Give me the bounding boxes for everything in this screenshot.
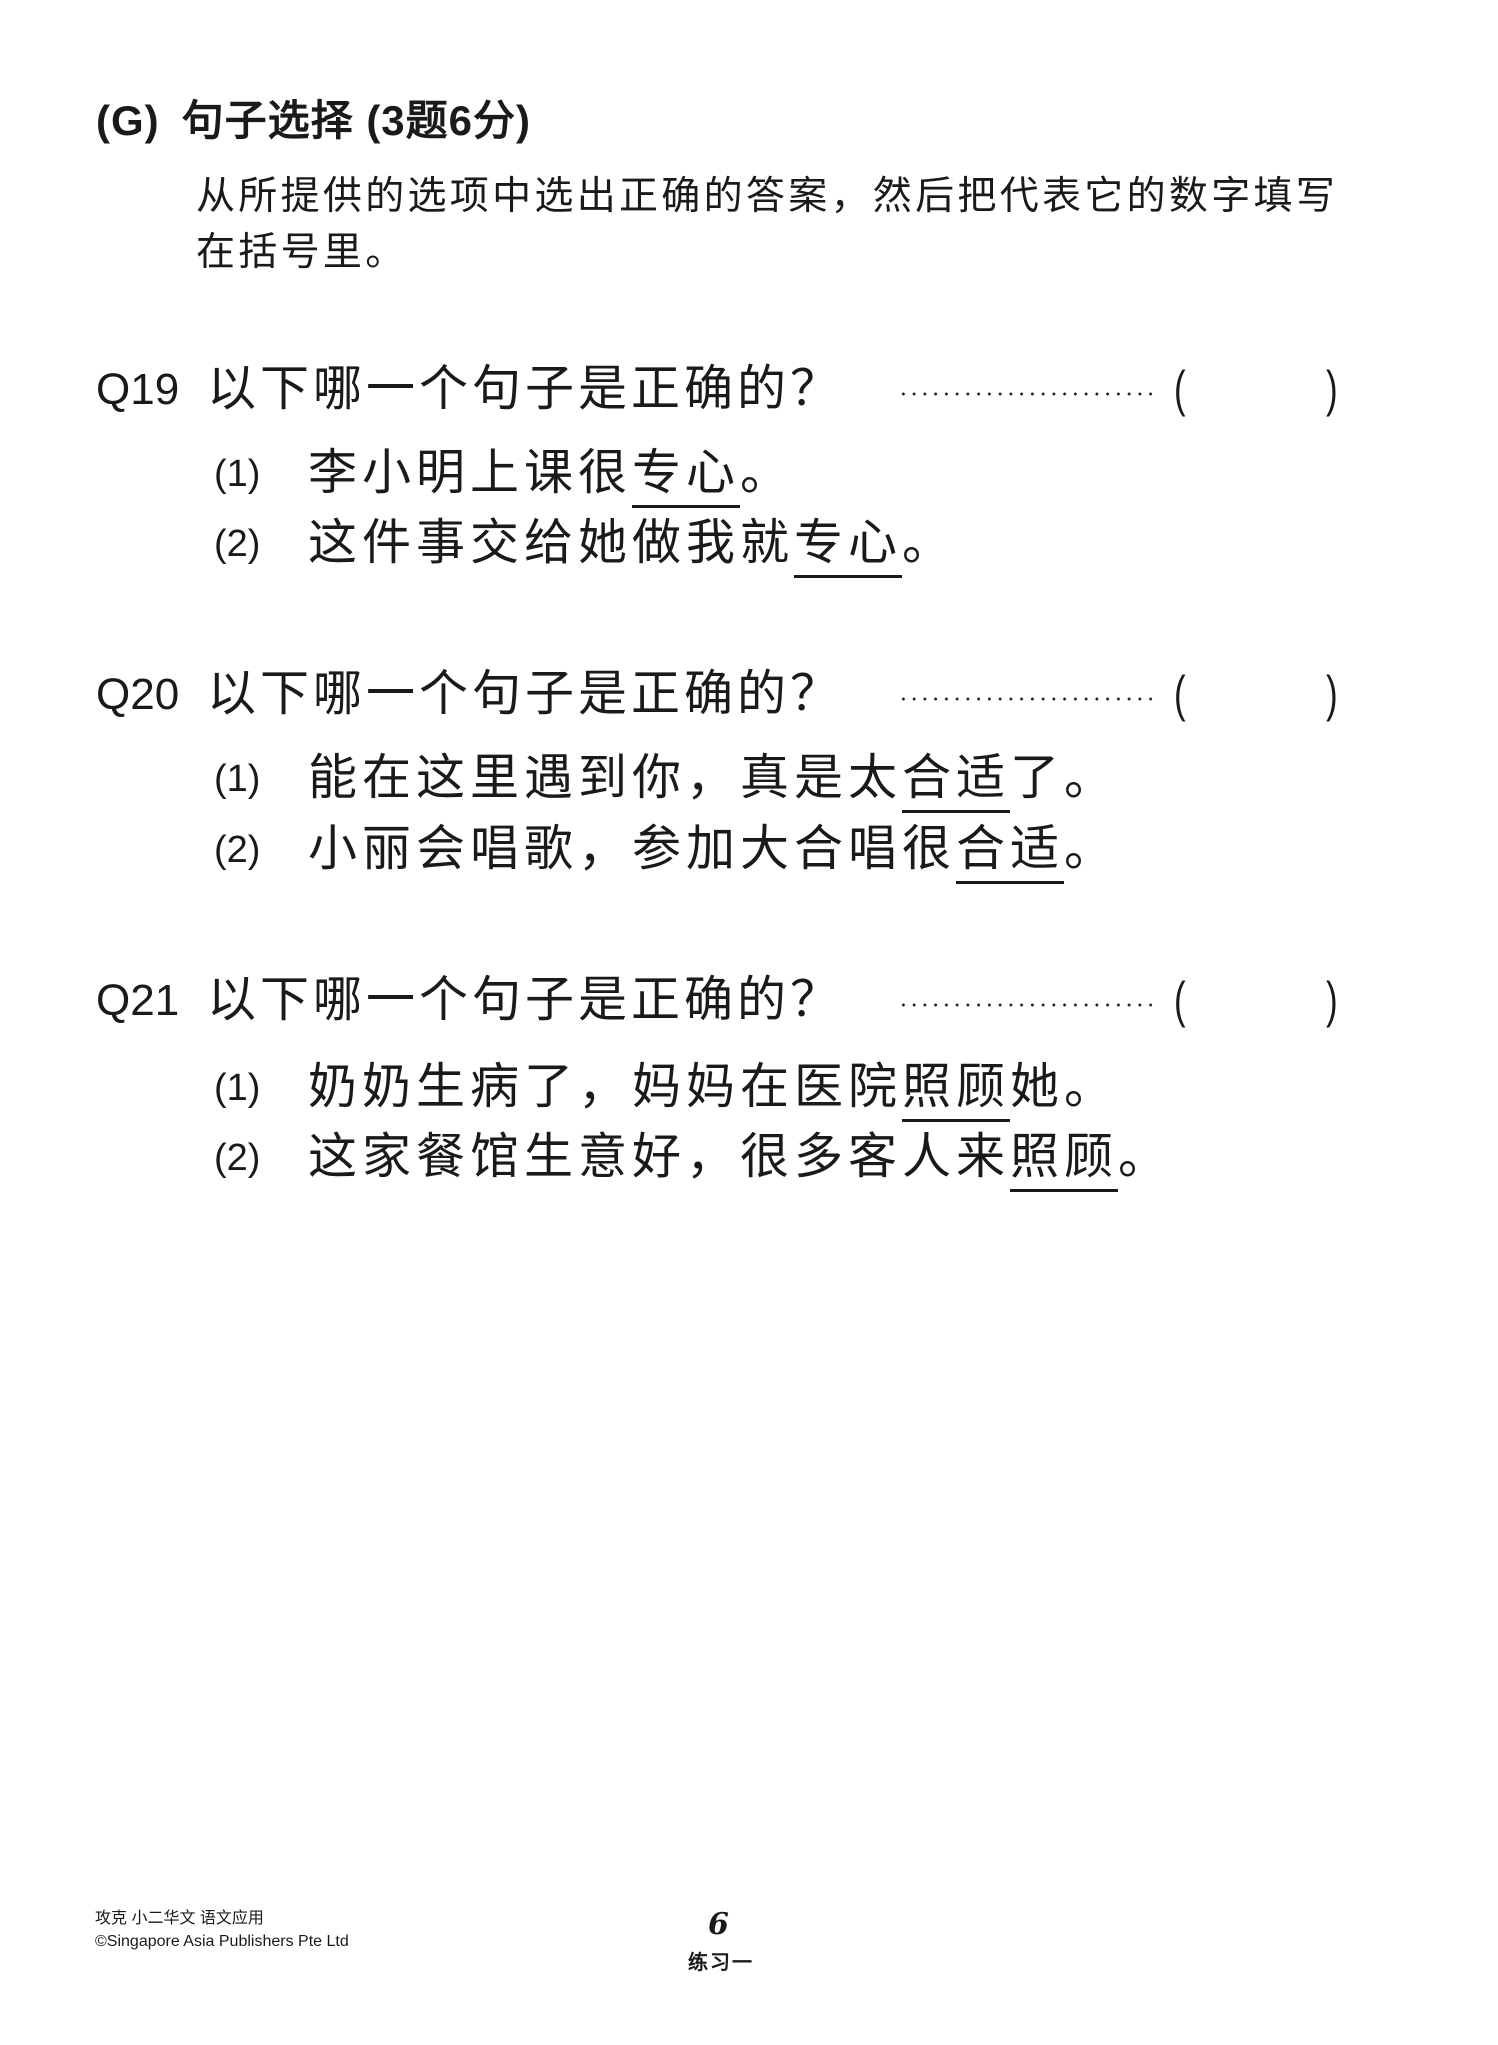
option-text-before: 这件事交给她做我就 (308, 514, 795, 571)
option-label: (1) (214, 453, 261, 495)
option-label: (2) (214, 523, 261, 565)
answer-close-paren: ) (1326, 972, 1338, 1028)
underlined-word: 专心 (632, 444, 741, 508)
question-number: Q19 (96, 365, 180, 414)
page-number: 6 (708, 1907, 729, 1942)
instruction-line-2: 在括号里。 (196, 231, 408, 274)
answer-open-paren: ( (1174, 361, 1186, 417)
option-text: 小丽会唱歌，参加大合唱很合适。 (308, 820, 1118, 884)
answer-blank[interactable] (1200, 362, 1320, 416)
option-text-after: 。 (1118, 1128, 1173, 1185)
option-text: 这家餐馆生意好，很多客人来照顾。 (308, 1128, 1172, 1192)
instruction-line-1: 从所提供的选项中选出正确的答案，然后把代表它的数字填写 (196, 175, 1339, 218)
leader-dots (898, 1003, 1156, 1007)
option-text-before: 李小明上课很 (308, 444, 633, 501)
section-title: (G) 句子选择 (3题6分) (96, 100, 531, 142)
option-label: (2) (214, 829, 261, 871)
question-prompt: 以下哪一个句子是正确的？ (207, 360, 844, 417)
question-number: Q21 (96, 976, 180, 1025)
question-number: Q20 (96, 670, 180, 719)
question-prompt: 以下哪一个句子是正确的？ (207, 971, 844, 1028)
leader-dots (898, 392, 1156, 396)
underlined-word: 照顾 (1010, 1128, 1119, 1192)
leader-dots (898, 697, 1156, 701)
section-code: (G) (96, 97, 160, 144)
option-text: 李小明上课很专心。 (308, 444, 794, 508)
option-label: (1) (214, 1067, 261, 1109)
option-text: 这件事交给她做我就专心。 (308, 514, 956, 578)
option-label: (1) (214, 758, 261, 800)
exercise-label: 练习一 (688, 1952, 754, 1974)
answer-open-paren: ( (1174, 666, 1186, 722)
section-heading: 句子选择 (3题6分) (181, 97, 532, 144)
option-text: 奶奶生病了，妈妈在医院照顾她。 (308, 1058, 1118, 1122)
underlined-word: 专心 (794, 514, 903, 578)
underlined-word: 合适 (956, 820, 1065, 884)
question-prompt: 以下哪一个句子是正确的？ (207, 665, 844, 722)
footer-copyright: ©Singapore Asia Publishers Pte Ltd (95, 1933, 349, 1950)
option-text: 能在这里遇到你，真是太合适了。 (308, 749, 1118, 813)
option-text-after: 了。 (1010, 749, 1119, 806)
option-text-after: 。 (740, 444, 795, 501)
footer-book-title: 攻克 小二华文 语文应用 (95, 1910, 264, 1927)
option-text-after: 。 (1064, 820, 1119, 877)
answer-blank[interactable] (1200, 667, 1320, 721)
underlined-word: 合适 (902, 749, 1011, 813)
answer-blank[interactable] (1200, 973, 1320, 1027)
option-text-before: 小丽会唱歌，参加大合唱很 (308, 820, 957, 877)
option-label: (2) (214, 1137, 261, 1179)
option-text-before: 奶奶生病了，妈妈在医院 (308, 1058, 903, 1115)
option-text-before: 这家餐馆生意好，很多客人来 (308, 1128, 1011, 1185)
answer-open-paren: ( (1174, 972, 1186, 1028)
option-text-after: 她。 (1010, 1058, 1119, 1115)
underlined-word: 照顾 (902, 1058, 1011, 1122)
answer-close-paren: ) (1326, 361, 1338, 417)
option-text-before: 能在这里遇到你，真是太 (308, 749, 903, 806)
answer-close-paren: ) (1326, 666, 1338, 722)
option-text-after: 。 (902, 514, 957, 571)
